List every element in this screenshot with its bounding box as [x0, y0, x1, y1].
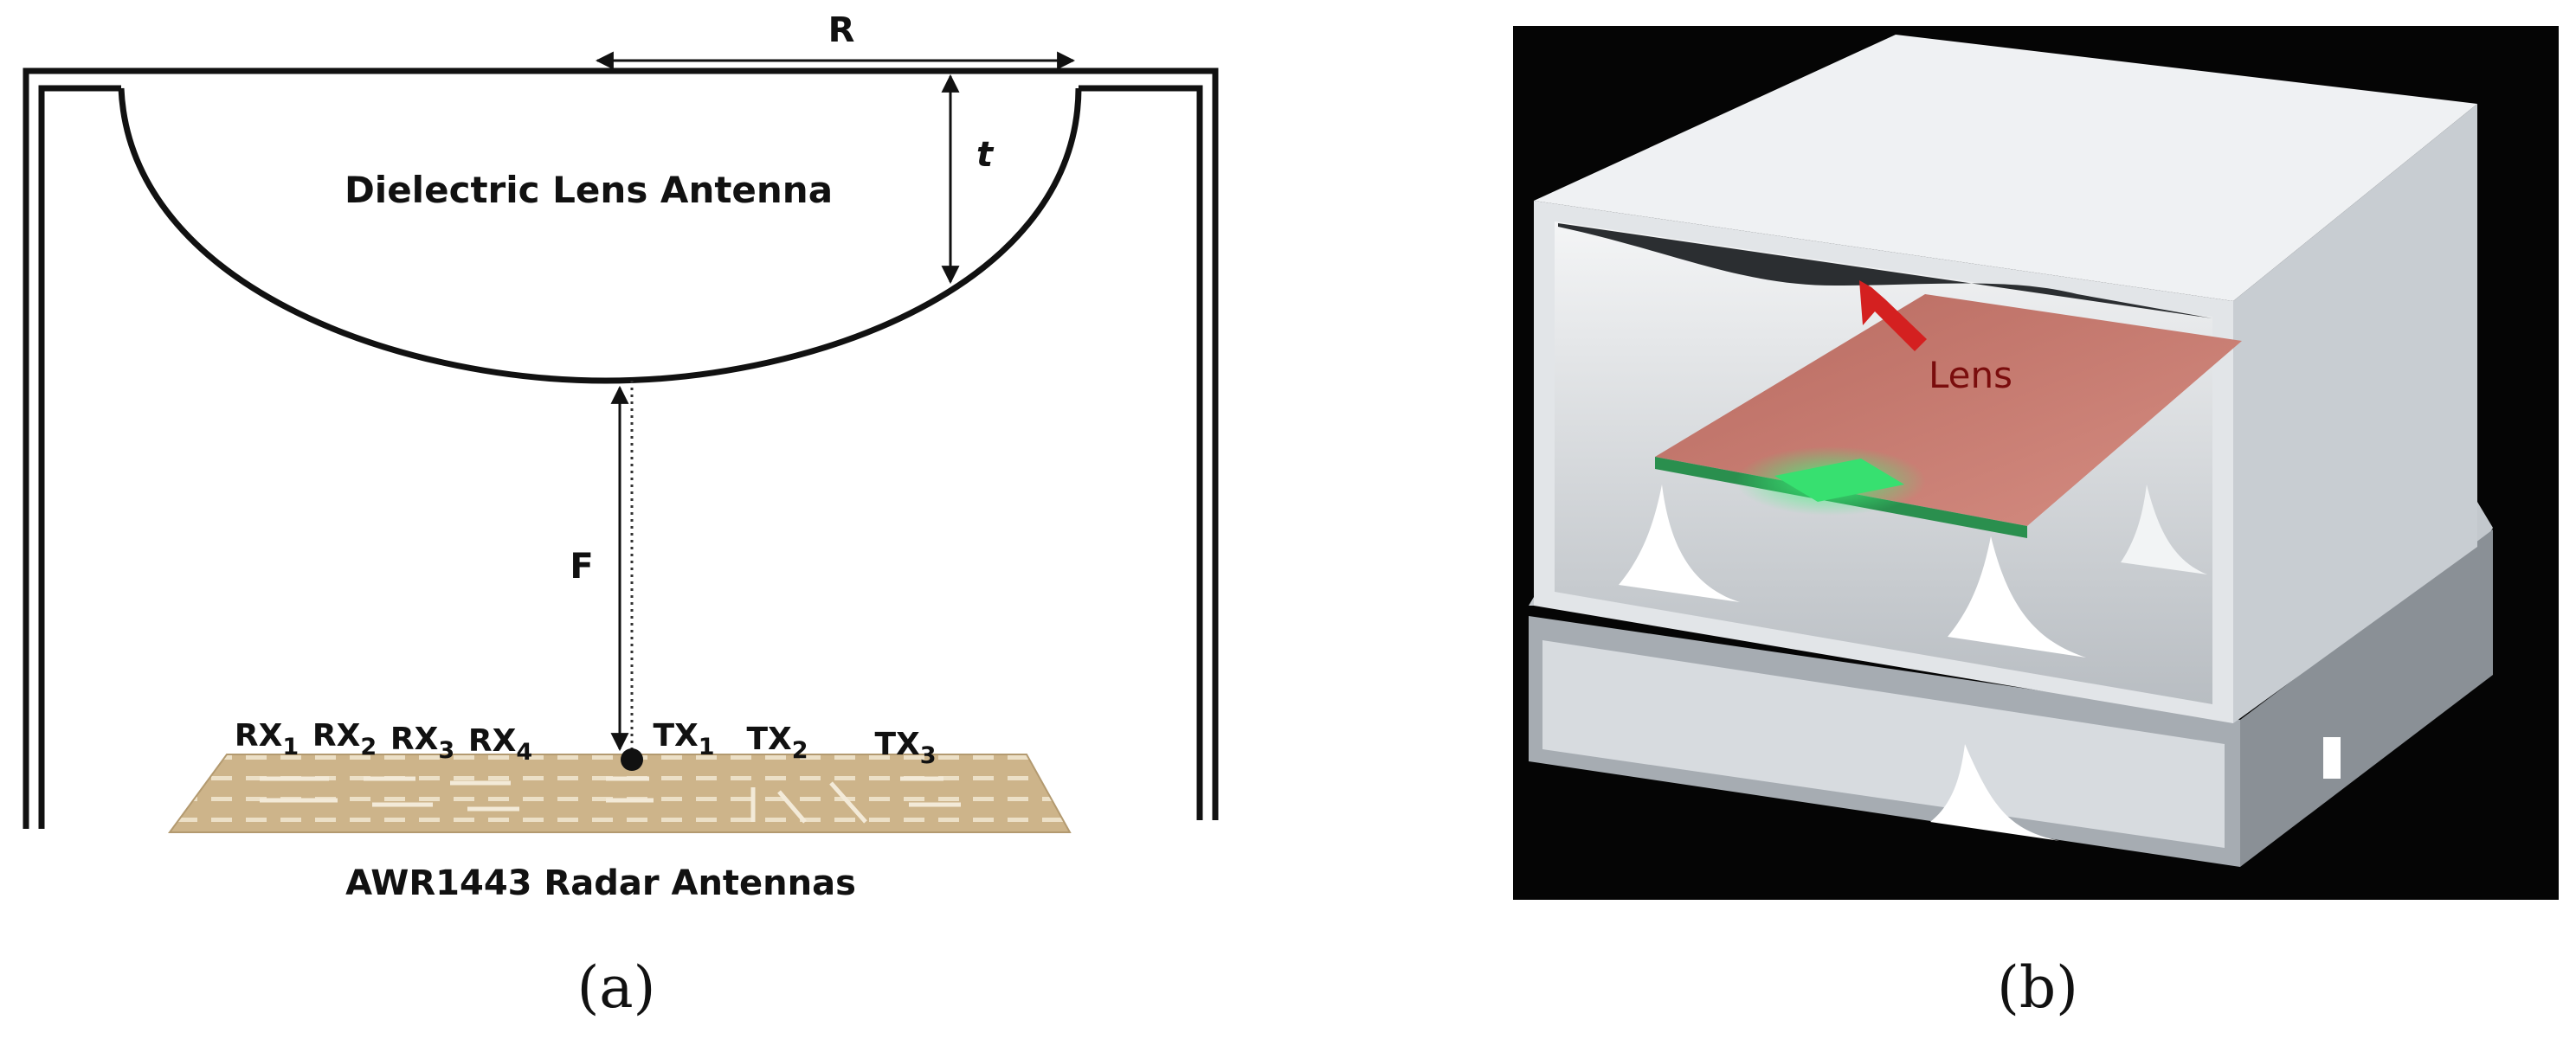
support-horn	[2121, 484, 2207, 574]
tx-labels: TX1 TX2 TX3	[653, 718, 936, 769]
radar-board	[168, 754, 1072, 833]
tx-label: TX1	[653, 718, 714, 760]
caption-a: (a)	[577, 954, 656, 1021]
tx-label: TX2	[746, 722, 808, 764]
t-dimension-label: t	[976, 135, 995, 175]
base-side-window	[2323, 737, 2341, 779]
board-traces	[260, 776, 961, 824]
lens-underside	[1558, 223, 2212, 318]
tx-label: TX3	[874, 727, 936, 769]
support-horn	[1619, 484, 1740, 602]
focal-point	[621, 748, 643, 771]
housing-top	[1534, 35, 2477, 301]
rx-label: RX2	[312, 718, 377, 760]
lens-callout-label: Lens	[1929, 354, 2012, 396]
rx-label: RX4	[468, 723, 532, 766]
base-support-horn	[1930, 744, 2060, 841]
f-dimension-label: F	[570, 547, 593, 587]
caption-b: (b)	[1997, 954, 2078, 1021]
lens-label: Dielectric Lens Antenna	[345, 169, 833, 211]
lens-shape	[118, 87, 1082, 384]
board-label: AWR1443 Radar Antennas	[345, 863, 856, 903]
housing-frame-outer	[23, 67, 1219, 829]
panel-a: R t Dielectric Lens Antenna F RX1 RX2 RX…	[23, 10, 1219, 1021]
lens-pointer-arrow	[1859, 280, 1927, 351]
rx-label: RX1	[235, 718, 299, 760]
base-box-side	[2240, 529, 2493, 867]
housing-right-side	[2233, 104, 2477, 723]
radar-chip	[1774, 459, 1904, 502]
support-horn	[1948, 536, 2086, 658]
panel-b: Lens (b)	[1513, 26, 2559, 1021]
rx-labels: RX1 RX2 RX3 RX4	[235, 718, 532, 766]
rx-label: RX3	[390, 722, 454, 764]
housing-frame-inner	[38, 85, 1203, 829]
r-dimension-label: R	[828, 10, 855, 50]
base-opening	[1542, 640, 2225, 848]
